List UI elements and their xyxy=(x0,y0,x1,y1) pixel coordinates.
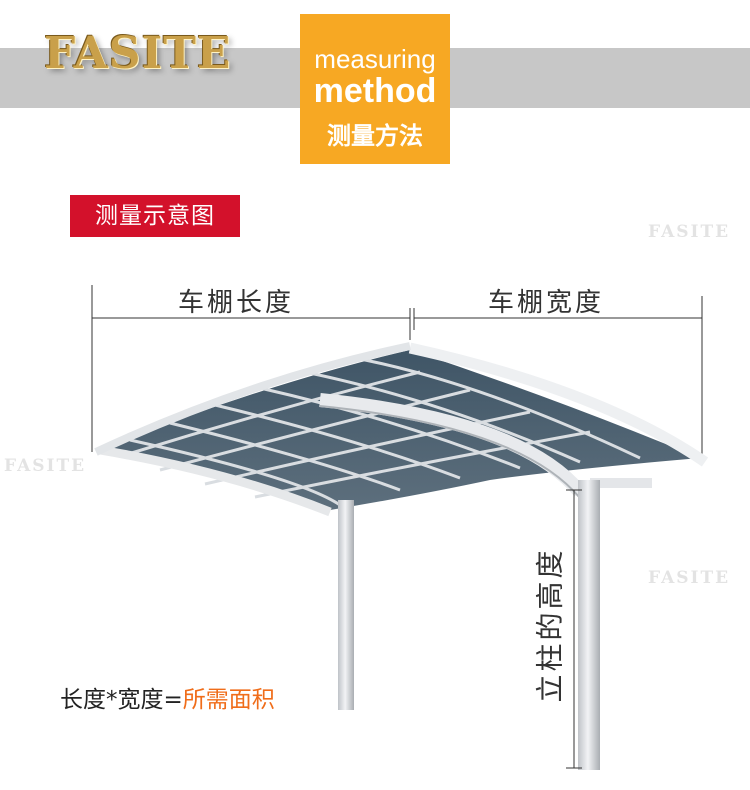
length-dimension-line xyxy=(91,285,411,452)
height-dimension-line xyxy=(566,489,582,769)
roof-grid xyxy=(124,356,641,507)
width-dimension-line xyxy=(413,296,703,458)
watermark-1: FASITE xyxy=(648,222,731,242)
watermark-2: FASITE xyxy=(4,456,87,476)
brand-logo: FASITE xyxy=(44,28,232,79)
measuring-method-badge: measuring method 测量方法 xyxy=(300,14,450,164)
height-label: 立柱的高度 xyxy=(533,547,567,703)
roof-front-edge xyxy=(99,445,332,517)
method-title-zh: 测量方法 xyxy=(327,122,423,150)
method-title-line2: method xyxy=(313,72,437,110)
roof-back-edge xyxy=(94,342,411,456)
length-label: 车棚长度 xyxy=(178,288,295,318)
formula-right: 所需面积 xyxy=(182,687,275,713)
method-title-line1: measuring xyxy=(314,44,436,74)
main-beam xyxy=(319,393,586,497)
roof-side-edge xyxy=(408,342,709,467)
front-post xyxy=(338,500,354,710)
width-label: 车棚宽度 xyxy=(488,288,605,318)
back-post xyxy=(578,480,600,770)
watermark-3: FASITE xyxy=(648,568,731,588)
area-formula: 长度*宽度=所需面积 xyxy=(60,680,275,714)
gutter xyxy=(590,478,652,488)
formula-left: 长度*宽度= xyxy=(60,687,183,713)
diagram-tag: 测量示意图 xyxy=(70,195,240,237)
